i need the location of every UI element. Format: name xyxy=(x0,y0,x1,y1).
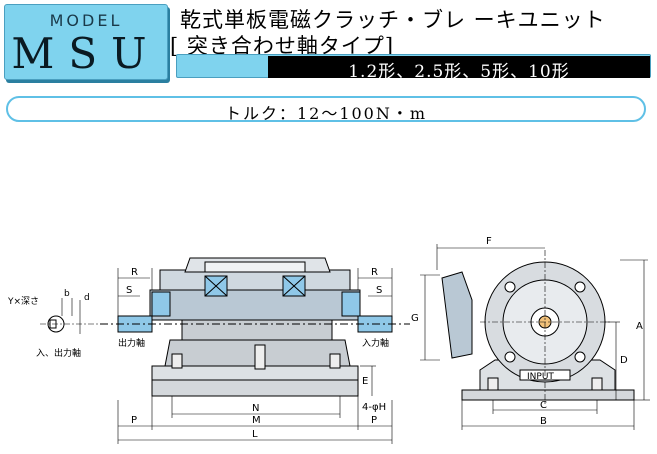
input-plate: INPUT xyxy=(527,372,554,382)
dim-F: F xyxy=(486,236,492,247)
output-shaft-label: 出力軸 xyxy=(118,337,145,349)
side-view xyxy=(40,257,410,444)
model-name: MSU xyxy=(11,29,161,78)
dim-S-left: S xyxy=(126,285,132,296)
dim-L: L xyxy=(252,429,258,440)
torque-banner: トルク：12～100N・m xyxy=(6,96,646,123)
dim-A: A xyxy=(636,321,643,332)
dim-R-right: R xyxy=(371,267,378,278)
model-label: MODEL xyxy=(49,11,123,30)
dim-P-left: P xyxy=(131,415,137,426)
size-bar xyxy=(268,56,650,78)
model-box: MODEL MSU xyxy=(4,4,168,80)
dim-R-left: R xyxy=(131,267,138,278)
dim-S-right: S xyxy=(376,285,382,296)
input-shaft-label: 入力軸 xyxy=(362,337,389,349)
torque-text: トルク：12～100N・m xyxy=(224,104,428,123)
dim-M: M xyxy=(252,415,261,426)
base-plate xyxy=(151,379,359,397)
dim-d: d xyxy=(84,293,90,303)
shaft-caption: 入、出力軸 xyxy=(36,347,81,359)
main-housing xyxy=(149,289,361,321)
size-list: 1.2形、2.5形、5形、10形 xyxy=(348,62,570,82)
dim-D: D xyxy=(620,355,628,366)
dim-N: N xyxy=(252,403,259,414)
dim-P-right: P xyxy=(371,415,377,426)
front-base xyxy=(461,389,635,401)
dim-G: G xyxy=(411,313,419,324)
dim-C: C xyxy=(540,400,547,411)
dim-E: E xyxy=(362,376,368,387)
dim-H: 4-φH xyxy=(362,402,386,413)
dim-b: b xyxy=(64,289,70,299)
front-view xyxy=(420,244,650,430)
keyway-label: Y×深さ xyxy=(7,296,39,307)
product-title: 乾式単板電磁クラッチ・ブレ ーキユニット xyxy=(180,8,606,32)
dim-B: B xyxy=(540,416,547,427)
